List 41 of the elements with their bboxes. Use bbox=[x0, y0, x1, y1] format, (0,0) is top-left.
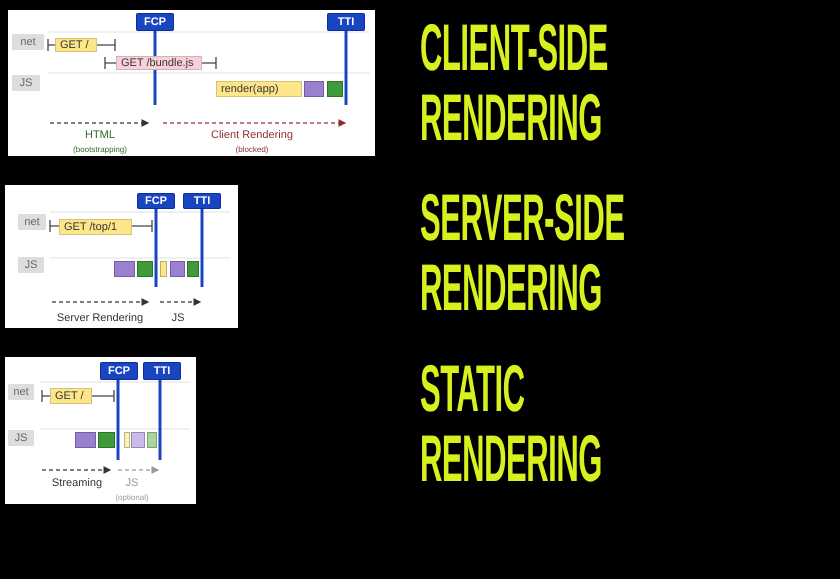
task-block bbox=[187, 261, 199, 277]
task-block bbox=[131, 432, 145, 448]
task-block bbox=[114, 261, 135, 277]
task-block bbox=[98, 432, 115, 448]
timeline-bar: GET / bbox=[55, 38, 97, 52]
heading: CLIENT-SIDE RENDERING bbox=[420, 12, 609, 152]
row-label: net bbox=[18, 214, 46, 230]
task-block bbox=[137, 261, 153, 277]
milestone-marker: FCP bbox=[136, 13, 174, 31]
task-block bbox=[170, 261, 185, 277]
axis-label: Server Rendering bbox=[56, 312, 144, 324]
timeline-bar: GET /bundle.js bbox=[116, 56, 202, 70]
row-label: JS bbox=[12, 75, 40, 91]
timeline-bar: GET / bbox=[50, 388, 92, 404]
milestone-marker: TTI bbox=[183, 193, 221, 209]
axis-note: (optional) bbox=[115, 493, 149, 502]
milestone-marker: TTI bbox=[143, 362, 181, 380]
task-block bbox=[75, 432, 96, 448]
heading: STATIC RENDERING bbox=[420, 353, 603, 493]
milestone-marker: TTI bbox=[327, 13, 365, 31]
task-block bbox=[147, 432, 157, 448]
task-block bbox=[304, 81, 324, 97]
row-label: net bbox=[12, 34, 44, 50]
axis-label: JS bbox=[172, 312, 184, 324]
task-block bbox=[160, 261, 167, 277]
milestone-marker: FCP bbox=[137, 193, 175, 209]
heading: SERVER-SIDE RENDERING bbox=[420, 182, 626, 322]
row-label: JS bbox=[8, 430, 34, 446]
task-block bbox=[124, 432, 130, 448]
row-label: net bbox=[8, 384, 34, 400]
timeline-bar: render(app) bbox=[216, 81, 302, 97]
axis-label: JS bbox=[126, 477, 138, 489]
axis-label: Streaming bbox=[52, 477, 102, 489]
axis-note: (bootstrapping) bbox=[73, 145, 127, 154]
timeline-bar: GET /top/1 bbox=[59, 219, 132, 235]
milestone-marker: FCP bbox=[100, 362, 138, 380]
axis-label: HTML bbox=[85, 129, 115, 141]
task-block bbox=[327, 81, 343, 97]
axis-note: (blocked) bbox=[236, 145, 268, 154]
row-label: JS bbox=[18, 257, 44, 273]
axis-label: Client Rendering bbox=[211, 129, 293, 141]
